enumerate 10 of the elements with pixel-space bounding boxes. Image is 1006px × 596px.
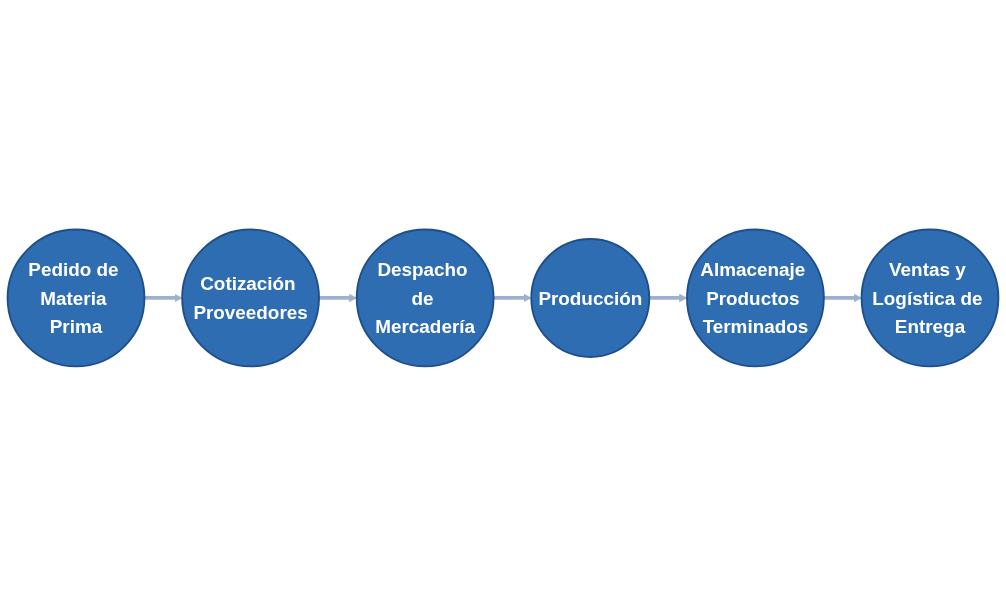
node-circle: Producción <box>530 238 651 358</box>
node-circle: Almacenaje Productos Terminados <box>686 228 825 368</box>
arrow <box>823 293 862 303</box>
node-circle: Cotización Proveedores <box>181 228 320 368</box>
node-circle: Despacho de Mercadería <box>355 228 495 368</box>
node-circle: Ventas y Logística de Entrega <box>860 228 1000 368</box>
arrow <box>493 293 532 303</box>
node-circle: Pedido de Materia Prima <box>6 228 146 368</box>
arrow <box>144 293 183 303</box>
arrow <box>649 293 688 303</box>
